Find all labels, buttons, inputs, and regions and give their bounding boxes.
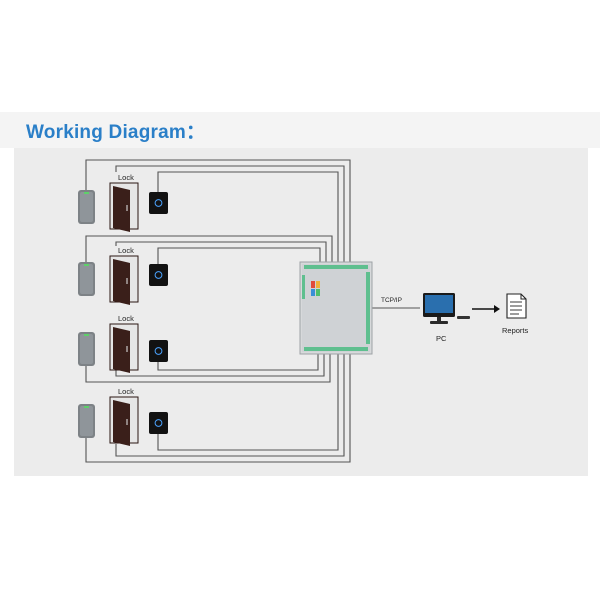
- lock-label: Lock: [118, 387, 134, 396]
- reports-label: Reports: [502, 326, 529, 335]
- page-title: Working Diagram：: [26, 122, 206, 143]
- exit-button-icon: [149, 264, 168, 286]
- door-icon: [109, 255, 139, 305]
- exit-button-icon: [149, 412, 168, 434]
- controller-board-icon: [299, 261, 373, 355]
- header-band: [0, 112, 600, 148]
- arrow-right-icon: [472, 305, 500, 313]
- document-icon: [506, 293, 527, 319]
- door-icon: [109, 323, 139, 373]
- exit-button-icon: [149, 192, 168, 214]
- door-group-4: Lock: [78, 387, 168, 446]
- door-icon: [109, 396, 139, 446]
- lock-label: Lock: [118, 246, 134, 255]
- card-reader-icon: [78, 262, 95, 296]
- card-reader-icon: [78, 404, 95, 438]
- door-icon: [109, 182, 139, 232]
- desktop-pc-icon: [423, 293, 470, 324]
- door-group-3: Lock: [78, 314, 168, 373]
- card-reader-icon: [78, 190, 95, 224]
- door-group-2: Lock: [78, 246, 168, 305]
- tcpip-label: TCP/IP: [381, 297, 402, 304]
- card-reader-icon: [78, 332, 95, 366]
- exit-button-icon: [149, 340, 168, 362]
- pc-label: PC: [436, 334, 447, 343]
- door-group-1: Lock: [78, 173, 168, 232]
- lock-label: Lock: [118, 314, 134, 323]
- lock-label: Lock: [118, 173, 134, 182]
